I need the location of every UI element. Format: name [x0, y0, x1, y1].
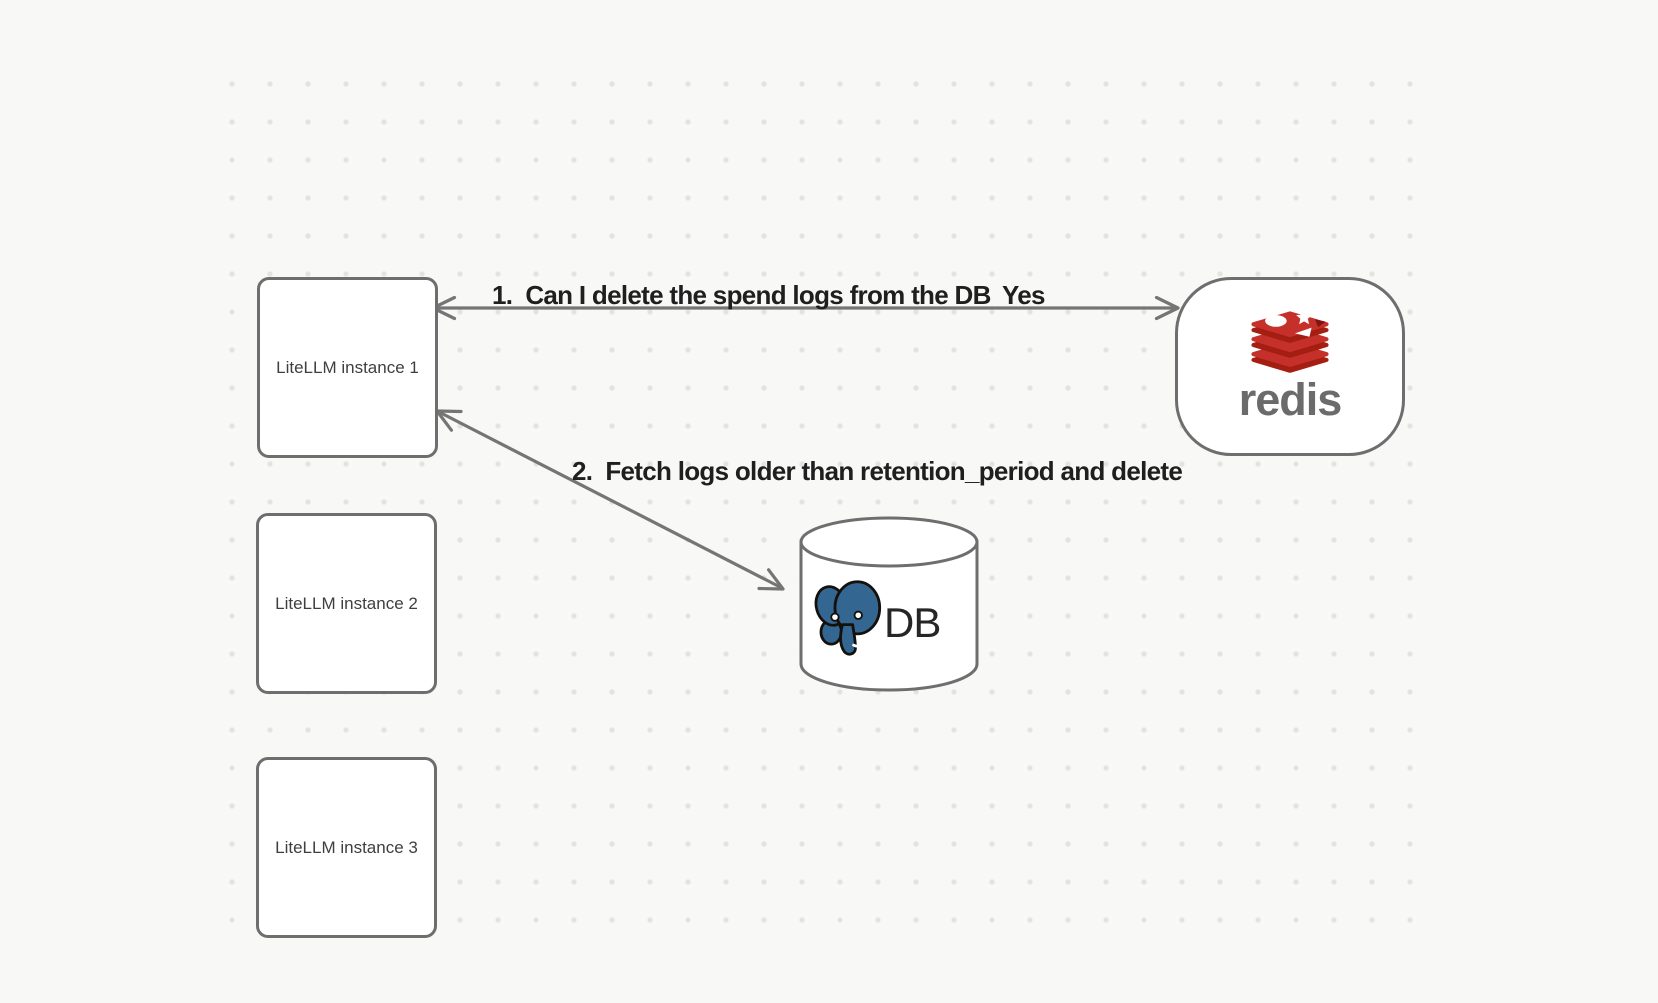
edge2-label: 2. Fetch logs older than retention_perio… — [572, 456, 1183, 486]
edge1-response-label: Yes — [1002, 280, 1045, 310]
node-db-cylinder: DB — [798, 514, 980, 694]
node-label: LiteLLM instance 1 — [276, 357, 419, 377]
edge1-label: 1. Can I delete the spend logs from the … — [492, 280, 991, 310]
node-label: LiteLLM instance 2 — [275, 593, 418, 613]
node-litellm-instance-1: LiteLLM instance 1 — [257, 277, 438, 458]
node-label: LiteLLM instance 3 — [275, 837, 418, 857]
db-label: DB — [884, 599, 941, 646]
postgresql-elephant-icon — [814, 580, 882, 656]
redis-cube-icon — [1251, 311, 1329, 373]
redis-wordmark: redis — [1238, 374, 1343, 425]
node-redis: redis — [1175, 277, 1405, 456]
node-litellm-instance-3: LiteLLM instance 3 — [256, 757, 437, 938]
node-litellm-instance-2: LiteLLM instance 2 — [256, 513, 437, 694]
